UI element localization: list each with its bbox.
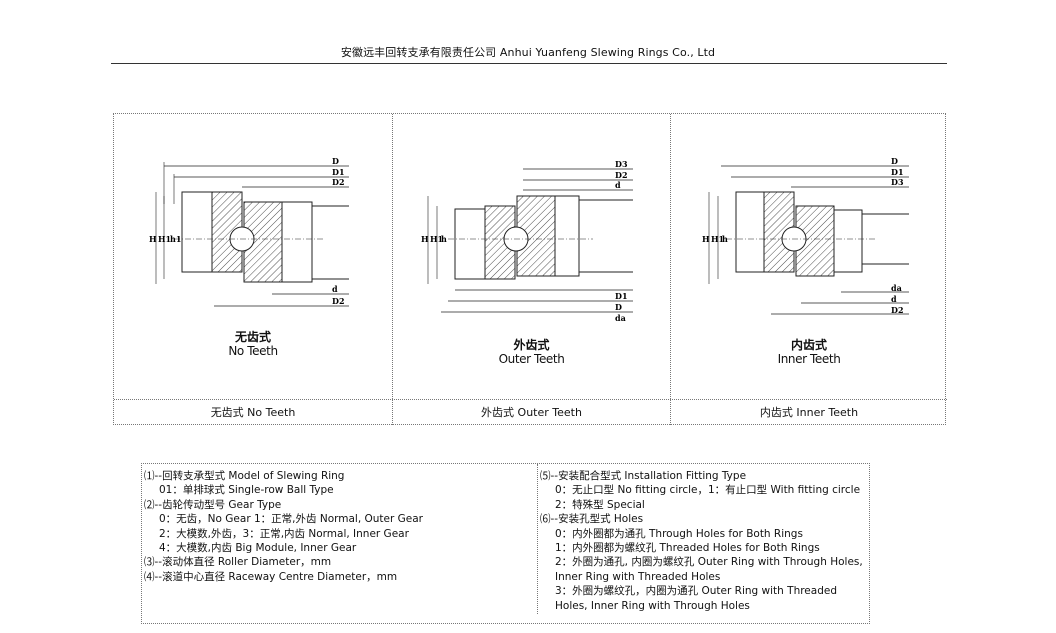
en-title: No Teeth [228,344,278,358]
caption-outer-teeth: 外齿式 Outer Teeth [392,400,670,425]
legend-right-column: ⑸--安装配合型式 Installation Fitting Type 0：无止… [537,464,870,614]
legend-line: 0：无止口型 No fitting circle，1：有止口型 With fit… [555,484,861,497]
dim-label: D3 [891,177,904,187]
legend-line: 4：大模数,内齿 Big Module, Inner Gear [159,542,357,555]
dim-label: d [615,180,621,190]
legend-line: 2：外圈为通孔, 内圈为螺纹孔 Outer Ring with Through … [555,556,863,583]
zh-title: 外齿式 [513,338,550,352]
inner-teeth-drawing: D D1 D3 da d D2 H H1 h [702,156,909,315]
dim-label: D [891,156,898,166]
legend-line: ⑷--滚道中心直径 Raceway Centre Diameter，mm [144,570,398,583]
dim-label: D1 [891,167,904,177]
dim-label: H1 [158,234,171,244]
panel-no-teeth: D D1 D2 d D2 H H1 h1 无齿式 No Teeth [114,114,392,399]
dim-label: h [722,234,728,244]
caption-no-teeth: 无齿式 No Teeth [210,406,296,419]
legend-line: 2：特殊型 Special [555,498,645,511]
dim-label: H [149,234,157,244]
dim-label: D2 [332,177,345,187]
legend-line: ⑵--齿轮传动型号 Gear Type [144,498,282,511]
dim-label: H [702,234,710,244]
legend-line: ⑹--安装孔型式 Holes [540,513,644,526]
dim-label: d [332,284,338,294]
dim-label: H1 [430,234,443,244]
dim-label: D2 [891,305,904,315]
dim-label: h [441,234,447,244]
dim-label: D3 [615,159,628,169]
caption-row: 无齿式 No Teeth 外齿式 Outer Teeth 内齿式 Inner T… [114,399,947,425]
legend-line: 0：内外圈都为通孔 Through Holes for Both Rings [555,527,803,540]
en-title: Outer Teeth [498,352,565,366]
model-legend: ⑴--回转支承型式 Model of Slewing Ring 01：单排球式 … [141,463,870,624]
en-title: Inner Teeth [777,352,841,366]
header-rule [111,63,947,64]
zh-title: 无齿式 [234,330,271,344]
dim-label: da [891,283,902,293]
legend-line: 01：单排球式 Single-row Ball Type [159,484,334,497]
panel-outer-teeth: D3 D2 d D1 D da H H1 h 外齿式 Outer Teeth [392,114,670,399]
figure-table: D D1 D2 d D2 H H1 h1 无齿式 No Teeth [113,113,947,425]
dim-label: d [891,294,897,304]
dim-label: h1 [170,234,181,244]
dim-label: D2 [332,296,345,306]
dim-label: H [421,234,429,244]
legend-line: 1：内外圈都为螺纹孔 Threaded Holes for Both Rings [555,542,820,555]
legend-line: 0：无齿，No Gear 1：正常,外齿 Normal, Outer Gear [159,513,424,526]
legend-line: ⑴--回转支承型式 Model of Slewing Ring [144,470,345,482]
caption-inner-teeth: 内齿式 Inner Teeth [670,400,947,425]
dim-label: D1 [332,167,345,177]
legend-line: ⑸--安装配合型式 Installation Fitting Type [540,470,747,482]
no-teeth-drawing: D D1 D2 d D2 H H1 h1 [149,156,349,307]
legend-line: 2：大模数,外齿，3：正常,内齿 Normal, Inner Gear [159,527,409,540]
dim-label: H1 [711,234,724,244]
dim-label: D2 [615,170,628,180]
zh-title: 内齿式 [790,338,827,352]
legend-line: 3：外圈为螺纹孔，内圈为通孔 Outer Ring with Threaded … [555,585,837,612]
panel-inner-teeth: D D1 D3 da d D2 H H1 h 内齿式 Inner Teeth [670,114,947,399]
dim-label: D [615,302,622,312]
dim-label: D [332,156,339,166]
legend-left-column: ⑴--回转支承型式 Model of Slewing Ring 01：单排球式 … [144,469,534,584]
legend-line: ⑶--滚动体直径 Roller Diameter，mm [144,556,332,569]
dim-label: D1 [615,291,628,301]
dim-label: da [615,313,626,323]
page-header: 安徽远丰回转支承有限责任公司 Anhui Yuanfeng Slewing Ri… [340,46,716,59]
outer-teeth-drawing: D3 D2 d D1 D da H H1 h [421,159,633,323]
